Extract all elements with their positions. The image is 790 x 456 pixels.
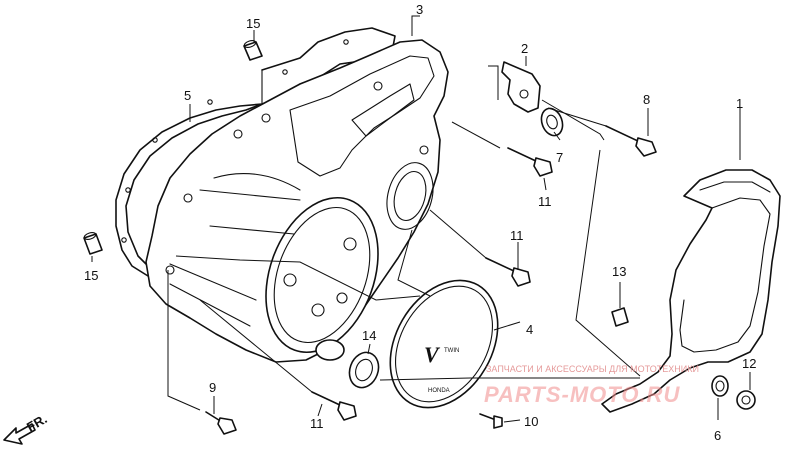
badge-twin-text: TWIN: [444, 348, 459, 354]
part-6-rubber-mount: [711, 375, 729, 397]
part-11-bolt-middle: [485, 257, 531, 287]
callout-10: 10: [524, 414, 538, 429]
part-13-collar: [611, 307, 629, 327]
badge-maker-text: HONDA: [428, 388, 450, 394]
callout-14: 14: [362, 328, 376, 343]
callout-6: 6: [714, 428, 721, 443]
part-15-dowel-pin-left: [83, 232, 103, 255]
watermark-tagline: ЗАПЧАСТИ И АКСЕССУАРЫ ДЛЯ МОТОТЕХНИКИ: [486, 364, 699, 374]
callout-13: 13: [612, 264, 626, 279]
watermark-logo: PARTS-MOTO.RU: [484, 382, 680, 407]
part-3-main-cover: [145, 39, 449, 363]
part-2-bracket: [501, 61, 541, 113]
callout-3: 3: [416, 2, 423, 17]
callout-15-top: 15: [246, 16, 260, 31]
callout-11-middle: 11: [510, 228, 524, 243]
part-14-oil-seal: [348, 351, 380, 389]
part-7-grommet: [540, 107, 564, 137]
callout-11-upper: 11: [538, 194, 552, 209]
callout-11-lower: 11: [310, 416, 324, 431]
callout-4: 4: [526, 322, 533, 337]
callout-labels: 1 2 3 4 5 6 7 8 9 10 11 11 11 12 13 14 1…: [84, 2, 756, 443]
callout-5: 5: [184, 88, 191, 103]
callout-8: 8: [643, 92, 650, 107]
part-8-bolt: [605, 125, 657, 157]
part-4-badge-cover: V TWIN HONDA: [389, 279, 499, 409]
front-direction-indicator: FR.: [3, 411, 50, 445]
front-arrow-icon: [3, 423, 36, 445]
watermark: ЗАПЧАСТИ И АКСЕССУАРЫ ДЛЯ МОТОТЕХНИКИ PA…: [484, 364, 699, 407]
callout-15-left: 15: [84, 268, 98, 283]
callout-2: 2: [521, 41, 528, 56]
part-12-collar: [736, 390, 756, 410]
part-10-screw: [479, 413, 503, 429]
part-15-dowel-pin-top: [243, 40, 263, 61]
part-11-bolt-lower: [311, 391, 357, 421]
callout-9: 9: [209, 380, 216, 395]
badge-v-letter: V: [424, 342, 441, 367]
callout-7: 7: [556, 150, 563, 165]
callout-1: 1: [736, 96, 743, 111]
leader-lines: [91, 15, 751, 423]
callout-12: 12: [742, 356, 756, 371]
part-11-bolt-upper: [507, 147, 553, 177]
part-9-bolt: [205, 411, 237, 435]
part-1-outer-shroud: [601, 169, 781, 413]
